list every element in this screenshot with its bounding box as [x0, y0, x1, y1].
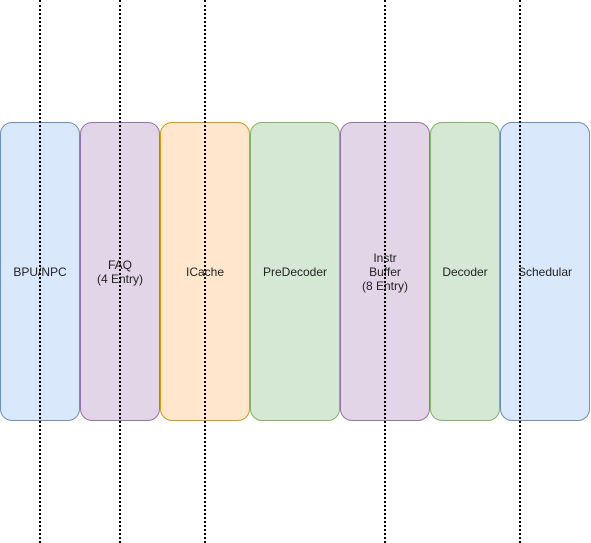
predecoder-label: PreDecoder [262, 264, 328, 279]
schedular-label: Schedular [517, 264, 573, 279]
stage-boundary-line [384, 0, 386, 543]
stage-boundary-line [119, 0, 121, 543]
faq-label: FAQ (4 Entry) [96, 257, 143, 286]
stage-boundary-line [519, 0, 521, 543]
schedular-block: Schedular [500, 122, 590, 421]
stage-boundary-line [39, 0, 41, 543]
stage-boundary-line [204, 0, 206, 543]
decoder-block: Decoder [430, 122, 500, 421]
decoder-label: Decoder [442, 264, 488, 279]
predecoder-block: PreDecoder [250, 122, 340, 421]
